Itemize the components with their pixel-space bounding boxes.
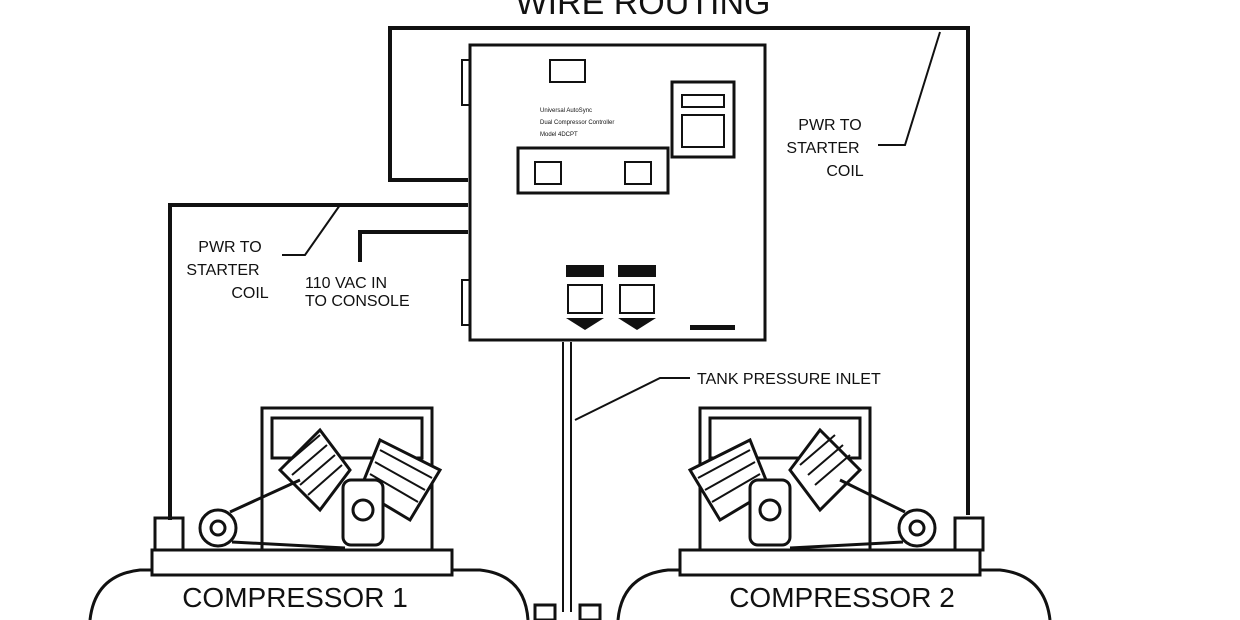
leader-lines (282, 31, 941, 421)
tank-inlet-label: TANK PRESSURE INLET (697, 371, 881, 388)
pwr-right-label: PWR TO (798, 117, 861, 134)
compressor-2-label: COMPRESSOR 2 (729, 582, 955, 613)
pwr-left-label: STARTER (186, 262, 259, 279)
display-window (549, 59, 586, 83)
tank-pressure-pipe (562, 342, 572, 612)
vac-in-label: 110 VAC IN (305, 275, 387, 292)
wire-right-starter (388, 26, 970, 515)
pwr-right-label: COIL (826, 163, 863, 180)
pwr-left-label: PWR TO (198, 239, 261, 256)
wire-110vac (358, 230, 468, 262)
vac-in-label: TO CONSOLE (305, 293, 410, 310)
wires (168, 26, 970, 520)
pwr-left-label: COIL (231, 285, 268, 302)
diagram-title: WIRE ROUTING (516, 0, 771, 22)
pwr-right-label: STARTER (786, 140, 859, 157)
compressor-1 (88, 406, 530, 620)
controller-text: Dual Compressor Controller (540, 120, 614, 126)
compressor-1-label: COMPRESSOR 1 (182, 582, 408, 613)
switch-panel (516, 146, 670, 195)
compressor-2 (616, 406, 1052, 620)
labels: PWR TO STARTER COIL PWR TO STARTER COIL … (186, 117, 881, 388)
pressure-gauges (566, 265, 656, 330)
pipe-fittings (533, 603, 602, 620)
wire-left-starter (168, 203, 468, 520)
controller-text: Universal AutoSync (540, 108, 592, 114)
controller-box: Universal AutoSync Dual Compressor Contr… (461, 43, 767, 342)
status-panel (670, 80, 736, 159)
controller-text: Model 4DCPT (540, 132, 578, 138)
